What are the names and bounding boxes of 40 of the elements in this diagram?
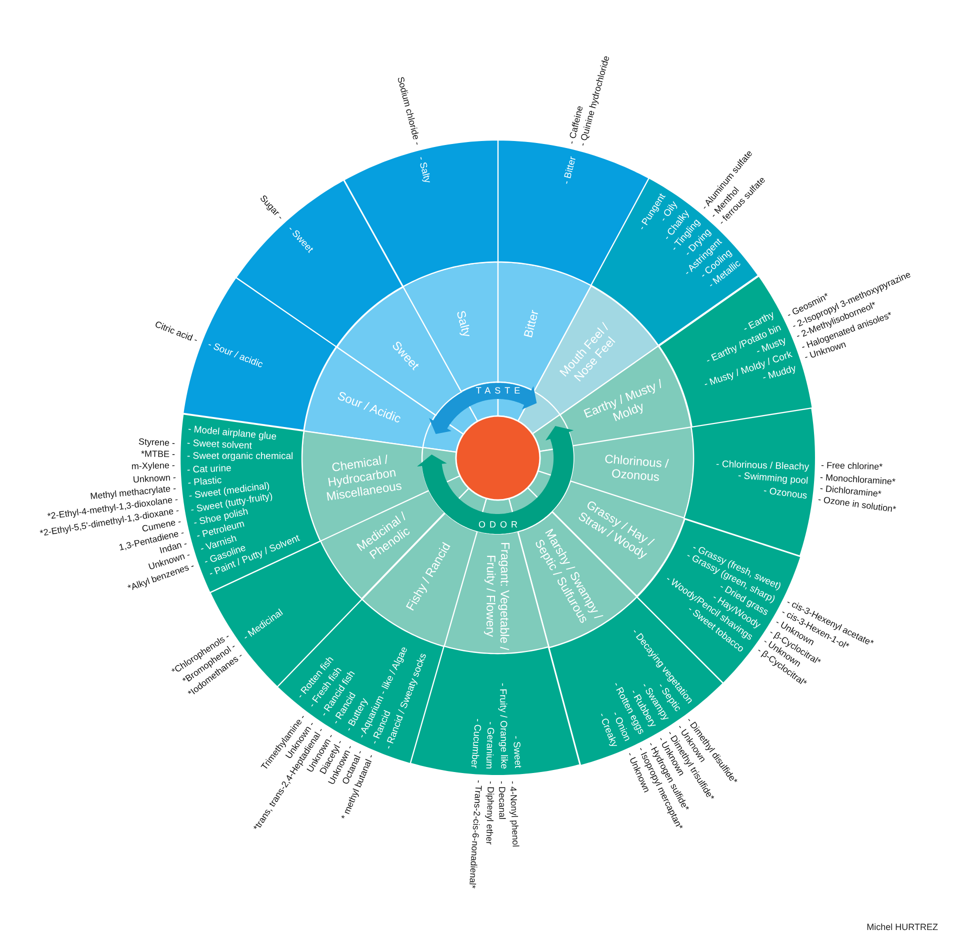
descriptor-text: - Ozonous xyxy=(762,486,808,502)
descriptor-text: - Sour / acidic xyxy=(206,340,264,371)
descriptor-text: - Sweet xyxy=(510,736,522,769)
compound-label: - Ozone in solution* xyxy=(818,495,897,516)
arrow-label: ODOR xyxy=(477,520,522,530)
descriptor-segment xyxy=(344,140,498,287)
compound-label: Styrene - xyxy=(138,437,176,449)
compound-label: - Trans-2-cis-6-nonadienal* xyxy=(466,780,484,890)
descriptor-text: - Chlorinous / Bleachy xyxy=(716,460,809,473)
compound-label: - 4-Nonyl phenol xyxy=(507,780,520,847)
compound-label: - Diphenyl ether xyxy=(482,780,494,845)
descriptor-text: - Salty xyxy=(415,156,432,184)
compound-label: m-Xylene - xyxy=(131,462,176,473)
descriptor-text: - Cat urine xyxy=(187,464,232,476)
compound-label: Unknown - xyxy=(132,472,176,486)
double-arrow-band xyxy=(428,383,536,434)
descriptor-text: - Fruity / Orange like xyxy=(496,682,508,770)
descriptor-text: - Bitter xyxy=(562,155,580,185)
center-circle xyxy=(456,416,540,500)
descriptor-text: - Sweet organic chemical xyxy=(186,452,294,463)
descriptor-text: - Swimming pool xyxy=(738,472,808,488)
category-label: Bitter xyxy=(520,308,542,342)
descriptor-text: - Plastic xyxy=(188,476,222,489)
arrow-label: TASTE xyxy=(474,386,524,396)
compound-label: *MTBE - xyxy=(140,450,176,460)
compound-label: - Monochloramine* xyxy=(820,472,896,486)
descriptor-text: - Sweet solvent xyxy=(187,438,252,452)
category-label: Salty xyxy=(453,308,476,341)
category-label: Sour / Acidic xyxy=(335,387,404,428)
descriptor-text: - Geranium xyxy=(482,721,495,769)
compound-label: - Decanal xyxy=(496,780,506,820)
compound-label: Citric acid - xyxy=(153,320,199,346)
compound-label: Sodium chloride - xyxy=(394,76,422,147)
author-credit: Michel HURTREZ xyxy=(866,922,938,932)
descriptor-text: - Cucumber xyxy=(468,718,482,768)
category-label: Earthy / Musty / Moldy xyxy=(582,376,666,426)
compound-label: - Free chlorine* xyxy=(820,462,883,473)
category-label: Fragant: Vegetable / Fruity / Flowery xyxy=(482,540,512,652)
category-label: Chlorinous / Ozonous xyxy=(602,452,670,486)
category-label: Chemical / Hydrocarbon Miscellaneous xyxy=(324,452,404,506)
